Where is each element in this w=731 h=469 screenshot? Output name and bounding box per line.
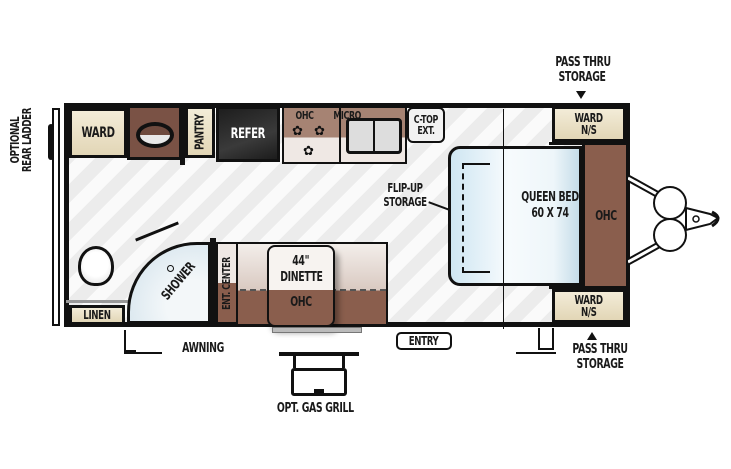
toilet-icon xyxy=(78,246,114,286)
ward-ns-bottom-label: WARD xyxy=(574,293,604,307)
linen: LINEN xyxy=(69,305,125,325)
burner-icon: ✿ xyxy=(292,123,303,138)
flip-up-line2: STORAGE xyxy=(383,195,427,209)
micro-label: MICRO xyxy=(333,109,362,122)
burner-icon: ✿ xyxy=(314,123,325,138)
pantry: PANTRY xyxy=(185,106,215,158)
ohc-front: OHC xyxy=(582,144,626,288)
entry-step xyxy=(272,327,362,333)
grill-handle xyxy=(314,389,324,393)
refer-label: REFER xyxy=(230,126,266,142)
dinette-label: DINETTE xyxy=(279,270,323,285)
ctop-extension[interactable]: C-TOP EXT. xyxy=(407,107,445,143)
queen-bed: QUEEN BED 60 X 74 xyxy=(448,109,582,329)
gas-grill-label: OPT. GAS GRILL xyxy=(276,401,354,416)
rear-ladder-line2: REAR LADDER xyxy=(20,107,34,173)
entry-door[interactable]: ENTRY xyxy=(396,332,452,350)
arrow-down-icon xyxy=(576,91,586,99)
ctop-ext-label: EXT. xyxy=(417,124,435,137)
bed-divider xyxy=(503,109,504,329)
pass-thru-top-line2: STORAGE xyxy=(558,70,606,85)
rear-jack-foot xyxy=(124,352,162,354)
pass-thru-bottom-line2: STORAGE xyxy=(576,357,624,372)
queen-bed-label: QUEEN BED 60 X 74 xyxy=(510,191,589,220)
gas-grill-body xyxy=(291,368,347,396)
ward-rear: WARD xyxy=(69,108,127,158)
burner-icon: ✿ xyxy=(303,143,314,158)
ward-ns-bottom-sub: N/S xyxy=(581,305,597,319)
kitchen-sink-icon xyxy=(346,118,402,154)
dinette-size: 44" xyxy=(292,254,310,269)
front-stabilizer-jack xyxy=(538,328,554,350)
gas-grill-icon xyxy=(279,352,359,356)
bath-wall xyxy=(180,105,185,165)
flip-up-line1: FLIP-UP xyxy=(387,181,423,195)
pass-thru-storage-top-label: PASS THRU STORAGE xyxy=(555,55,611,85)
linen-label: LINEN xyxy=(83,308,111,322)
ward-rear-label: WARD xyxy=(81,125,115,141)
pantry-label: PANTRY xyxy=(193,114,208,150)
ctop-label: C-TOP xyxy=(413,113,439,126)
hitch-tongue-icon xyxy=(628,174,720,266)
shower-drain-icon xyxy=(167,265,174,272)
stove-divider xyxy=(339,108,341,162)
entry-label: ENTRY xyxy=(409,334,439,348)
pass-thru-storage-bottom-label: PASS THRU STORAGE xyxy=(571,343,629,371)
queen-bed-line1: QUEEN BED xyxy=(521,190,579,205)
ward-ns-top: WARD N/S xyxy=(552,106,626,142)
arrow-up-icon xyxy=(587,332,597,340)
flip-up-storage-label: FLIP-UP STORAGE xyxy=(376,182,434,208)
front-wall-inner-bottom xyxy=(549,286,629,289)
ent-center-label: ENT. CENTER xyxy=(220,256,234,310)
ohc-kitchen-label: OHC xyxy=(295,109,314,122)
bath-wall-partition xyxy=(210,238,216,326)
kitchen-counter: OHC MICRO ✿ ✿ ✿ xyxy=(282,106,407,164)
refrigerator: REFER xyxy=(216,106,280,162)
ward-ns-top-label: WARD xyxy=(574,111,604,125)
dinette-table[interactable]: 44" DINETTE OHC xyxy=(267,245,335,327)
sink-basin-icon xyxy=(136,122,174,148)
ward-ns-top-sub: N/S xyxy=(581,123,597,137)
ohc-dinette-label: OHC xyxy=(290,295,312,310)
ward-ns-bottom: WARD N/S xyxy=(552,289,626,323)
bath-floor-wall xyxy=(66,300,128,303)
shower-label: SHOWER xyxy=(158,259,199,304)
queen-bed-size: 60 X 74 xyxy=(531,206,569,221)
pass-thru-top-line1: PASS THRU xyxy=(555,55,611,70)
ohc-front-label: OHC xyxy=(594,208,617,224)
bath-sink xyxy=(127,105,182,160)
pass-thru-bottom-line1: PASS THRU xyxy=(572,342,628,357)
entertainment-center: ENT. CENTER xyxy=(216,242,238,324)
front-wall-inner xyxy=(549,142,629,145)
rear-ladder-label: OPTIONAL REAR LADDER xyxy=(8,100,34,179)
rear-ladder-handle xyxy=(48,124,54,160)
gas-grill-legs xyxy=(293,356,345,368)
flip-up-outline xyxy=(462,163,490,273)
rear-stabilizer-jack xyxy=(124,330,136,352)
awning-label: AWNING xyxy=(182,341,224,356)
rear-ladder xyxy=(52,108,60,326)
front-jack-foot xyxy=(516,352,556,354)
